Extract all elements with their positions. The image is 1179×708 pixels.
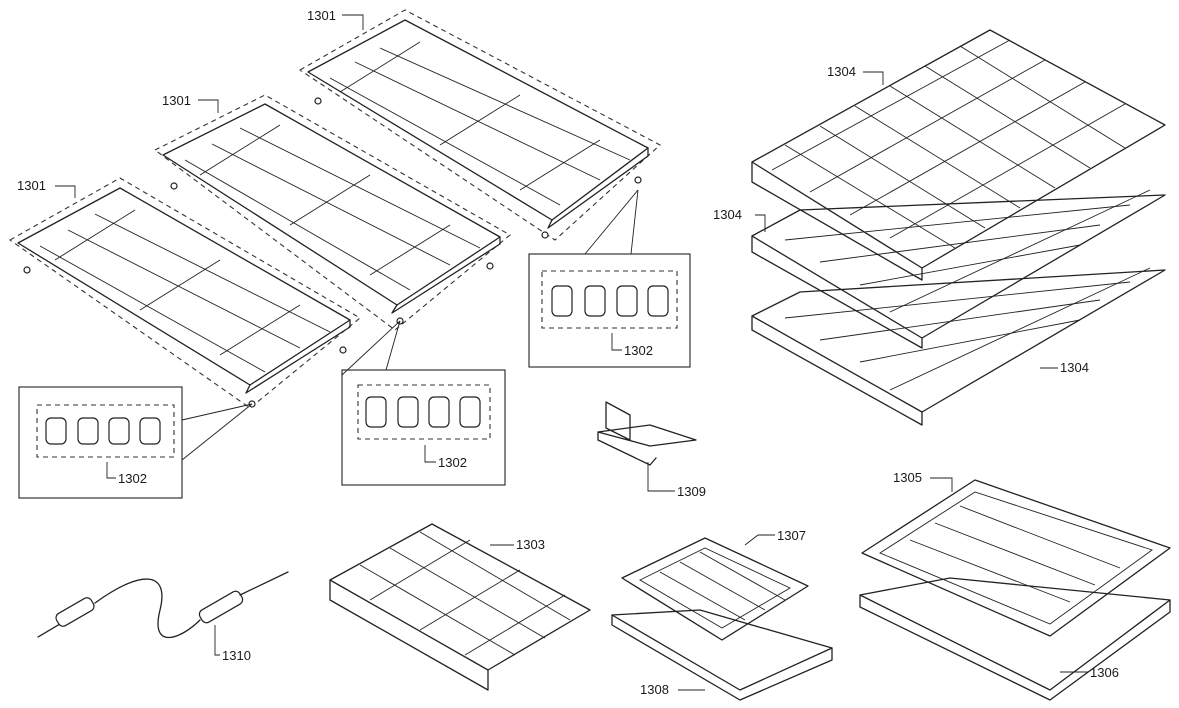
rack-bottom (751, 267, 1166, 426)
label-grate-top: 1301 (307, 8, 336, 23)
feet-set-left (18, 386, 253, 499)
label-broil-pan-large: 1305 (893, 470, 922, 485)
label-bracket: 1309 (677, 484, 706, 499)
feet-set-right (528, 189, 691, 368)
rack-small (329, 523, 591, 691)
foot-cap (45, 417, 161, 445)
label-rack-bottom: 1304 (1060, 360, 1089, 375)
label-rack-middle: 1304 (713, 207, 742, 222)
label-grate-left: 1301 (17, 178, 46, 193)
feet-set-center (341, 320, 506, 486)
broil-pan-large (861, 477, 1171, 637)
rack-top (751, 29, 1166, 281)
grate-middle (153, 94, 511, 331)
rack-middle (751, 189, 1166, 349)
part-labels: 1301 1301 1301 1302 1302 1302 1303 1304 … (17, 8, 1119, 697)
label-broil-tray-large: 1306 (1090, 665, 1119, 680)
broil-pan-small (621, 534, 809, 641)
label-broil-pan-small: 1307 (777, 528, 806, 543)
label-feet-left: 1302 (118, 471, 147, 486)
grate-left (8, 177, 361, 409)
bracket (597, 401, 697, 492)
broil-tray-large (859, 577, 1171, 701)
meat-probe (37, 571, 289, 656)
grate-top (298, 9, 661, 241)
leader-lines (55, 14, 1058, 369)
label-rack-top: 1304 (827, 64, 856, 79)
label-broil-tray-small: 1308 (640, 682, 669, 697)
label-rack-small: 1303 (516, 537, 545, 552)
label-feet-center: 1302 (438, 455, 467, 470)
label-grate-middle: 1301 (162, 93, 191, 108)
label-feet-right: 1302 (624, 343, 653, 358)
broil-tray-small (611, 609, 833, 701)
label-meat-probe: 1310 (222, 648, 251, 663)
